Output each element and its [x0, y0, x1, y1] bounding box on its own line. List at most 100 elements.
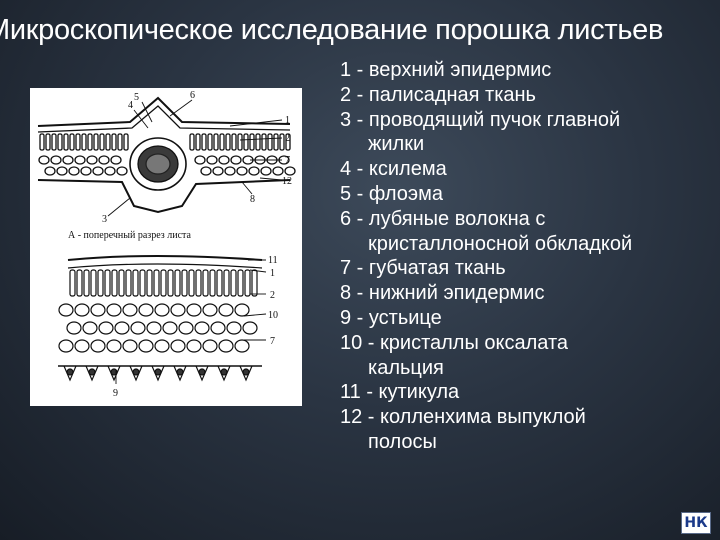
spongy-cell — [218, 303, 234, 317]
leaf-cross-section-drawing: 4 5 6 1 2 7 12 8 3 А - поперечный разрез… — [37, 90, 296, 399]
spongy-cell — [178, 321, 194, 335]
palisade-cell — [230, 269, 237, 297]
spongy-cell — [206, 155, 218, 165]
spongy-cell — [218, 155, 230, 165]
legend-item-4: 4 - ксилема — [340, 157, 690, 182]
palisade-cell — [63, 133, 69, 151]
spongy-cell — [130, 321, 146, 335]
legend-item-text: 8 - нижний эпидермис — [340, 282, 545, 305]
spongy-cell — [86, 155, 98, 165]
spongy-cell — [284, 166, 296, 176]
legend-item-8: 8 - нижний эпидермис — [340, 281, 690, 306]
legend-list: 1 - верхний эпидермис 2 - палисадная тка… — [340, 58, 690, 455]
label-a-4: 4 — [128, 100, 133, 111]
palisade-cell — [104, 269, 111, 297]
palisade-cell — [219, 133, 225, 151]
glandular-hair — [195, 365, 209, 382]
spongy-cell — [260, 166, 272, 176]
legend-item-7: 7 - губчатая ткань — [340, 256, 690, 281]
hair-head — [198, 368, 206, 376]
spongy-cell — [90, 339, 106, 353]
glandular-hair — [63, 365, 77, 382]
glandular-hair — [129, 365, 143, 382]
legend-item-1: 1 - верхний эпидермис — [340, 58, 690, 83]
palisade-cell — [75, 133, 81, 151]
palisade-cell — [90, 269, 97, 297]
spongy-cell — [212, 166, 224, 176]
label-b-2: 2 — [270, 290, 275, 301]
spongy-cell — [80, 166, 92, 176]
spongy-cell — [104, 166, 116, 176]
section-b-leaders — [115, 259, 267, 384]
section-b-numbers: 11 1 2 10 7 9 — [113, 255, 278, 399]
spongy-cell — [68, 166, 80, 176]
palisade-cell — [202, 269, 209, 297]
legend-item-2: 2 - палисадная ткань — [340, 83, 690, 108]
upper-epidermis-inner — [37, 105, 291, 133]
spongy-cell — [234, 339, 250, 353]
spongy-cell — [194, 321, 210, 335]
spongy-cell — [58, 339, 74, 353]
spongy-cell — [50, 155, 62, 165]
leaf-cross-section-figure: 4 5 6 1 2 7 12 8 3 А - поперечный разрез… — [30, 88, 302, 406]
label-a-3: 3 — [102, 214, 107, 225]
spongy-cell — [74, 339, 90, 353]
palisade-cell — [201, 133, 207, 151]
label-a-7: 7 — [285, 155, 290, 166]
legend-item-text: 5 - флоэма — [340, 182, 444, 205]
spongy-cell — [200, 166, 212, 176]
spongy-cell — [234, 303, 250, 317]
hair-head — [154, 368, 162, 376]
label-b-1: 1 — [270, 268, 275, 279]
spongy-cell — [272, 166, 284, 176]
legend-item-text: 11 - кутикула — [340, 381, 460, 404]
palisade-cell — [87, 133, 93, 151]
legend-item-text: 1 - верхний эпидермис — [340, 59, 552, 81]
palisade-cell — [118, 269, 125, 297]
palisade-cell — [195, 269, 202, 297]
hair-head — [66, 368, 74, 376]
spongy-cell — [170, 339, 186, 353]
spongy-cell — [74, 303, 90, 317]
spongy-cell — [154, 339, 170, 353]
spongy-cell — [122, 339, 138, 353]
palisade-cell — [207, 133, 213, 151]
spongy-cell — [146, 321, 162, 335]
spongy-cell — [162, 321, 178, 335]
legend-item-text: 7 - губчатая ткань — [340, 257, 506, 280]
cuticle-line — [67, 255, 263, 261]
label-a-12: 12 — [282, 176, 292, 187]
palisade-cell — [261, 133, 267, 151]
palisade-cell — [117, 133, 123, 151]
palisade-cell — [93, 133, 99, 151]
nk-badge[interactable]: НК — [681, 512, 711, 534]
label-a-8: 8 — [250, 194, 255, 205]
legend-item-11: 11 - кутикула — [340, 380, 690, 405]
hair-head — [110, 368, 118, 376]
hair-head — [242, 368, 250, 376]
legend-item-text: 9 - устьице — [340, 306, 442, 329]
spongy-cell — [202, 339, 218, 353]
spongy-cell — [74, 155, 86, 165]
palisade-cell — [105, 133, 111, 151]
spongy-cell — [62, 155, 74, 165]
section-a-leaders — [107, 99, 283, 217]
legend-item-text: 6 - лубяные волокна с — [340, 207, 546, 230]
spongy-cell — [154, 303, 170, 317]
spongy-cell — [92, 166, 104, 176]
spongy-cell — [56, 166, 68, 176]
palisade-cell — [57, 133, 63, 151]
palisade-cell — [255, 133, 261, 151]
midrib-bundle-outline — [129, 137, 187, 191]
palisade-cell — [225, 133, 231, 151]
spongy-cell — [90, 303, 106, 317]
section-b-drawing — [58, 255, 263, 382]
spongy-cell — [202, 303, 218, 317]
spongy-cell — [66, 321, 82, 335]
upper-epidermis-b — [67, 263, 263, 269]
glandular-hair — [217, 365, 231, 382]
palisade-cell — [174, 269, 181, 297]
glandular-hair — [151, 365, 165, 382]
